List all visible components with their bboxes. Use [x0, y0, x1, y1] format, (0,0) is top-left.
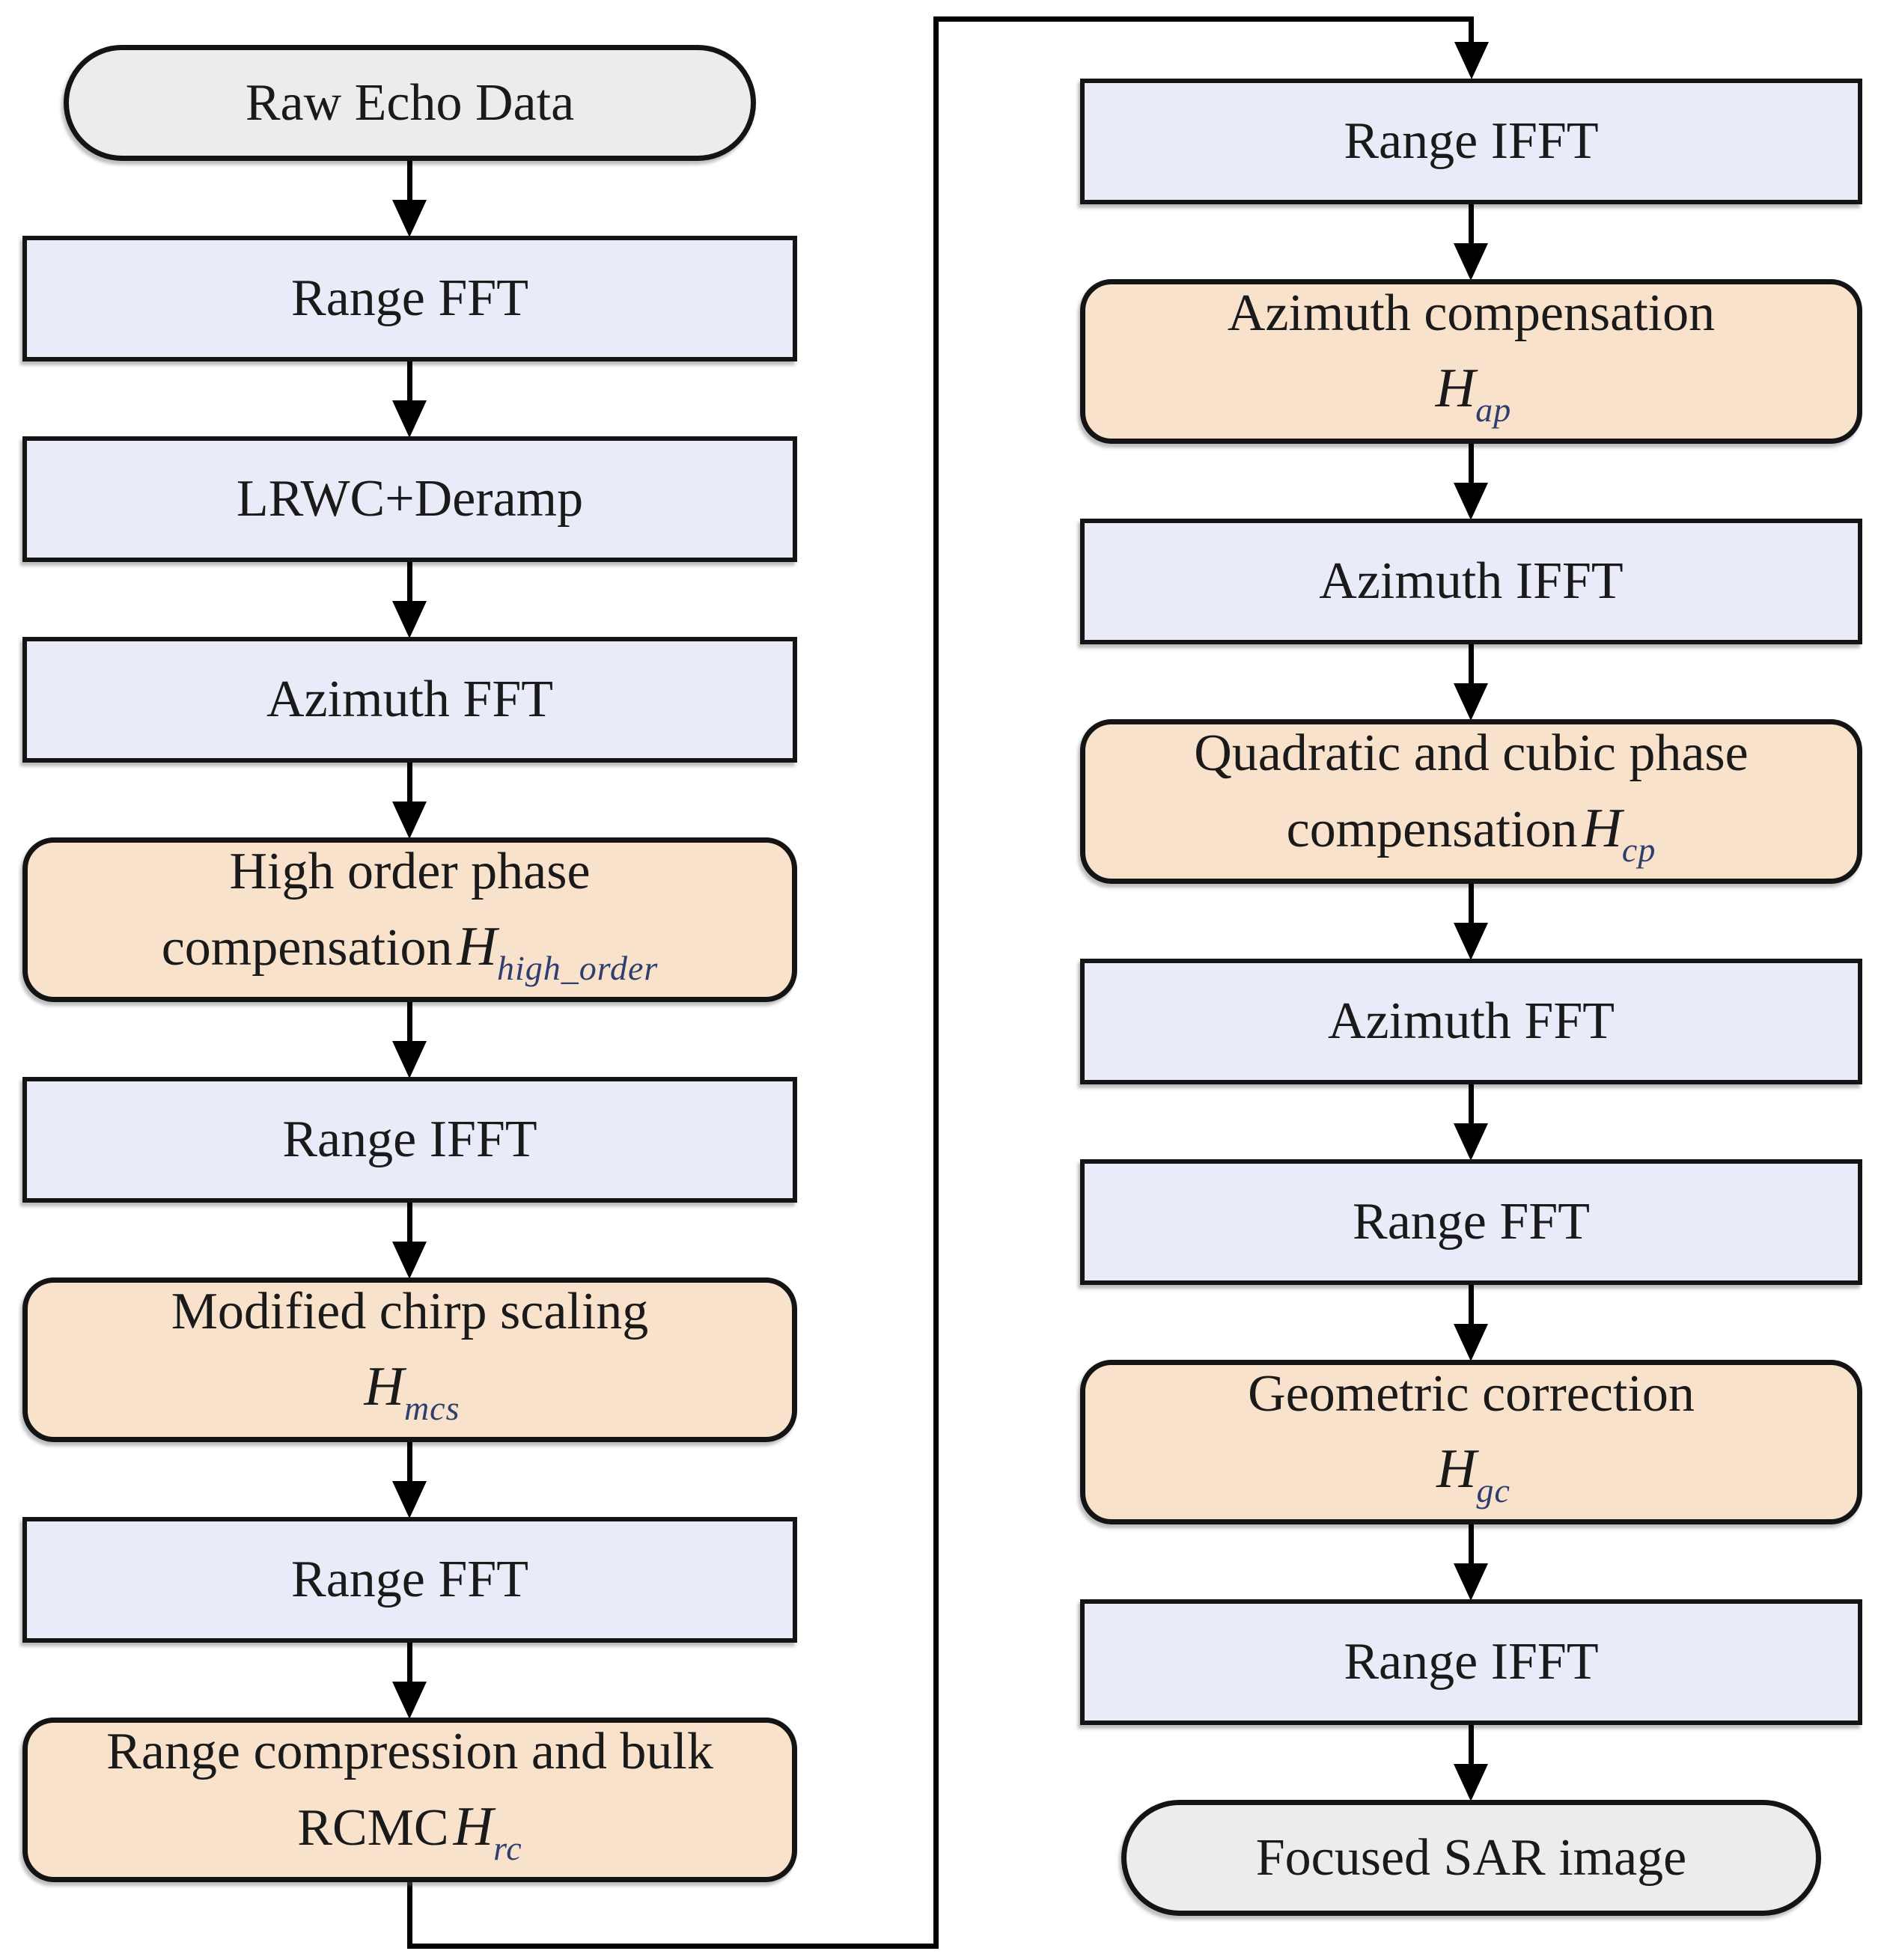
formula-symbol: H — [453, 1795, 494, 1857]
node-label: Range FFT — [291, 1551, 528, 1608]
flow-arrowhead-icon — [1454, 1123, 1488, 1161]
flow-arrowhead-icon — [392, 601, 427, 638]
node-label: Azimuth FFT — [1327, 992, 1615, 1050]
node-label: Raw Echo Data — [245, 73, 575, 132]
formula-subscript: gc — [1476, 1471, 1510, 1509]
flow-arrowhead-icon — [392, 1682, 427, 1719]
node-label: compensationHhigh_order — [161, 915, 659, 987]
node-label: compensationHcp — [1286, 797, 1656, 869]
flow-arrow-stem — [407, 361, 412, 403]
node-label: Azimuth compensation — [1227, 284, 1716, 342]
flow-arrow-stem — [407, 1442, 412, 1484]
node-label: Range FFT — [291, 269, 528, 327]
node-label: Range FFT — [1353, 1193, 1590, 1251]
connector-entry-stem — [1469, 16, 1474, 46]
flow-arrowhead-icon — [1454, 683, 1488, 721]
formula-symbol: H — [1436, 1438, 1477, 1500]
connector-left-down-segment — [407, 1882, 412, 1949]
flow-arrow-stem — [1469, 444, 1474, 486]
node-azimuth-fft-2: Azimuth FFT — [1080, 959, 1862, 1084]
flow-arrow-stem — [407, 161, 412, 203]
formula-subscript: high_order — [496, 948, 659, 987]
node-label: Azimuth IFFT — [1319, 552, 1624, 610]
node-range-ifft-3: Range IFFT — [1080, 1599, 1862, 1725]
node-label: Hgc — [1432, 1432, 1510, 1528]
flow-arrowhead-icon — [1454, 1563, 1488, 1601]
node-label: RCMCHrc — [297, 1795, 522, 1867]
formula-symbol: H — [1582, 797, 1622, 859]
formula-subscript: cp — [1621, 830, 1656, 869]
node-quadratic-cubic-phase-compensation: Quadratic and cubic phase compensationHcp — [1080, 719, 1862, 884]
flow-arrowhead-icon — [1454, 1764, 1488, 1801]
flow-arrow-stem — [407, 763, 412, 805]
node-label: Geometric correction — [1248, 1364, 1695, 1423]
node-lrwc-deramp: LRWC+Deramp — [22, 436, 797, 562]
flow-arrowhead-icon — [392, 1242, 427, 1279]
flow-arrow-stem — [1469, 884, 1474, 926]
node-focused-sar-image: Focused SAR image — [1121, 1800, 1821, 1916]
formula-subscript: mcs — [403, 1388, 460, 1427]
flow-arrow-stem — [407, 1643, 412, 1685]
flow-arrowhead-icon — [1454, 483, 1488, 520]
node-range-fft-2: Range FFT — [22, 1517, 797, 1643]
flow-arrow-stem — [407, 562, 412, 604]
node-label: Hmcs — [360, 1349, 460, 1446]
flow-arrow-stem — [1469, 204, 1474, 246]
flow-arrowhead-icon — [1454, 923, 1488, 960]
formula-subscript: rc — [493, 1828, 522, 1867]
flow-arrow-stem — [1469, 1725, 1474, 1767]
node-raw-echo-data: Raw Echo Data — [64, 45, 756, 161]
node-label: Range compression and bulk — [106, 1722, 713, 1780]
flow-arrow-stem — [1469, 1285, 1474, 1327]
connector-middle-up-segment — [933, 16, 939, 1949]
flow-arrowhead-icon — [392, 1481, 427, 1518]
node-label: High order phase — [229, 842, 591, 900]
node-label: Focused SAR image — [1255, 1828, 1687, 1887]
node-label: Range IFFT — [282, 1111, 537, 1168]
formula-symbol: H — [1435, 357, 1476, 419]
formula-symbol: H — [457, 915, 497, 977]
node-azimuth-ifft: Azimuth IFFT — [1080, 519, 1862, 644]
flow-arrow-stem — [1469, 644, 1474, 686]
connector-top-segment — [933, 16, 1474, 22]
node-label: Range IFFT — [1344, 1633, 1599, 1691]
node-label: Modified chirp scaling — [171, 1282, 649, 1340]
flow-arrowhead-icon — [392, 802, 427, 839]
formula-symbol: H — [364, 1355, 404, 1417]
node-label: Hap — [1431, 351, 1511, 448]
node-high-order-phase-compensation: High order phase compensationHhigh_order — [22, 837, 797, 1002]
node-label: Azimuth FFT — [266, 671, 554, 728]
node-label: Range IFFT — [1344, 112, 1599, 170]
flow-arrow-stem — [1469, 1524, 1474, 1566]
node-range-fft-3: Range FFT — [1080, 1159, 1862, 1285]
node-range-fft-1: Range FFT — [22, 236, 797, 361]
formula-subscript: ap — [1475, 390, 1512, 429]
flow-arrow-stem — [1469, 1084, 1474, 1126]
flow-arrow-stem — [407, 1002, 412, 1044]
connector-bottom-segment — [407, 1944, 939, 1949]
flow-arrowhead-icon — [392, 400, 427, 438]
connector-entry-arrowhead-icon — [1454, 42, 1489, 79]
flow-arrow-stem — [407, 1203, 412, 1245]
flow-arrowhead-icon — [392, 200, 427, 237]
flow-arrowhead-icon — [1454, 243, 1488, 281]
flow-arrowhead-icon — [1454, 1324, 1488, 1361]
node-range-ifft-2: Range IFFT — [1080, 79, 1862, 204]
node-label: LRWC+Deramp — [236, 470, 584, 528]
node-range-ifft-1: Range IFFT — [22, 1077, 797, 1203]
flow-arrowhead-icon — [392, 1041, 427, 1078]
node-label: Quadratic and cubic phase — [1194, 724, 1749, 782]
node-azimuth-fft-1: Azimuth FFT — [22, 637, 797, 763]
